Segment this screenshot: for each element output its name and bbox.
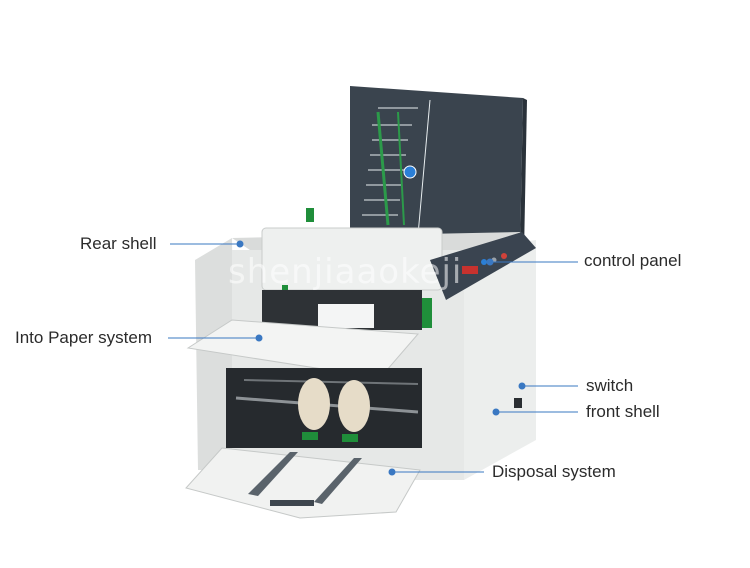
tray-adjust-knob xyxy=(403,165,417,179)
green-clip-a xyxy=(282,285,288,293)
feed-tray xyxy=(350,86,523,250)
control-panel-surface xyxy=(430,232,536,300)
label-front-shell: front shell xyxy=(586,402,660,421)
output-tray-rail-left xyxy=(248,452,298,496)
tray-green-guide xyxy=(376,111,390,226)
label-switch: switch xyxy=(586,376,634,395)
roller-wheel-right xyxy=(338,380,370,432)
output-tray xyxy=(185,447,421,519)
green-guide-left xyxy=(306,208,314,222)
tray-green-guide-2 xyxy=(397,111,405,226)
tray-scale xyxy=(362,99,431,236)
power-switch xyxy=(514,398,522,408)
green-roller-a xyxy=(302,432,318,440)
output-tray-rail-right xyxy=(314,458,362,504)
watermark-text: shenjiaaokeji xyxy=(228,252,463,292)
green-roller-b xyxy=(342,434,358,442)
body-left-side xyxy=(195,238,235,470)
body-right-side xyxy=(464,240,536,480)
panel-display xyxy=(462,266,478,274)
panel-button-blue xyxy=(481,259,487,265)
green-guide-right xyxy=(422,298,432,328)
leader-dots xyxy=(236,240,526,476)
feed-tray-edge xyxy=(520,98,527,252)
leader-lines xyxy=(168,243,578,473)
output-tray-stopper xyxy=(270,500,314,506)
roller-wheel-left xyxy=(298,378,330,430)
label-disposal-system: Disposal system xyxy=(492,462,616,481)
label-into-paper-system: Into Paper system xyxy=(15,328,153,347)
roller-shaft-2 xyxy=(243,379,419,385)
panel-button-red xyxy=(501,253,507,259)
label-rear-shell: Rear shell xyxy=(80,234,157,253)
label-control-panel: control panel xyxy=(584,251,682,270)
feed-roller-paper xyxy=(318,304,374,328)
